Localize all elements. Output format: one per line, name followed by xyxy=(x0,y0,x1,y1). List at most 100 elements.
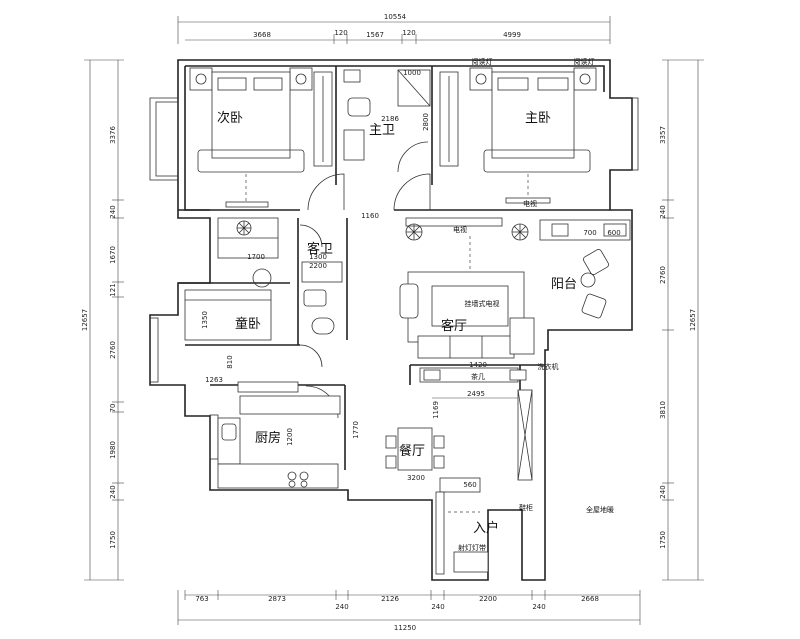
dim-600: 600 xyxy=(607,229,620,237)
bottom-overall-dim: 11250 xyxy=(394,624,416,632)
room-label-guest-bath: 客卫 xyxy=(307,241,333,257)
right-dim-6: 1750 xyxy=(659,531,667,549)
right-dimension-lines: 3357 240 2760 3810 240 1750 12657 xyxy=(659,59,704,581)
tv-cabinet-master: 电视 xyxy=(523,199,537,208)
room-label-dining: 餐厅 xyxy=(399,443,425,459)
guest-bath-area: 1160 1700 1300 2200 客卫 xyxy=(217,212,379,335)
room-label-kids-room: 童卧 xyxy=(235,316,261,332)
room-label-master-bedroom: 主卧 xyxy=(525,111,551,126)
left-dimension-lines: 3376 240 1670 121 2760 70 1980 240 1750 … xyxy=(81,59,124,581)
left-dim-2: 240 xyxy=(109,205,117,218)
sink-master xyxy=(343,129,365,161)
balcony-chair-1 xyxy=(583,249,609,275)
dim-1200: 1200 xyxy=(286,428,294,446)
entry-cabinet xyxy=(453,551,489,573)
dim-2186: 2186 xyxy=(381,115,399,123)
bottom-dim-8: 2668 xyxy=(581,595,599,603)
coffee-table xyxy=(431,285,509,327)
dim-1000: 1000 xyxy=(403,69,421,77)
nightstand-left xyxy=(189,67,213,91)
dim-700: 700 xyxy=(583,229,596,237)
dim-1770: 1770 xyxy=(352,421,360,439)
exterior-walls xyxy=(149,59,639,581)
dim-1700: 1700 xyxy=(247,253,265,261)
interior-walls xyxy=(178,66,610,480)
master-bedroom: 阅读灯 阅读灯 电视 主卧 xyxy=(439,57,597,208)
right-dim-2: 240 xyxy=(659,205,667,218)
dim-1350: 1350 xyxy=(201,311,209,329)
entrance: 560 射灯灯带 鞋柜 全屋地暖 入户 xyxy=(435,477,614,575)
stove-burner-2 xyxy=(299,471,309,481)
top-dim-1: 3668 xyxy=(253,31,271,39)
kids-bed xyxy=(184,289,272,341)
washer-note: 洗衣机 xyxy=(538,362,559,371)
bottom-dim-2: 2873 xyxy=(268,595,286,603)
top-dim-2: 120 xyxy=(334,29,347,37)
dim-2495: 2495 xyxy=(467,390,485,398)
balcony: 700 600 阳台 xyxy=(539,219,631,319)
toilet-master xyxy=(347,97,371,117)
right-dim-1: 3357 xyxy=(659,126,667,144)
room-label-balcony: 阳台 xyxy=(551,277,577,292)
room-label-master-bath: 主卫 xyxy=(369,123,395,138)
kids-room: 1350 810 1263 童卧 xyxy=(184,289,272,384)
right-overall-dim: 12657 xyxy=(689,309,697,331)
room-label-living-room: 客厅 xyxy=(441,318,467,334)
shoe-bench xyxy=(439,477,481,493)
second-bedroom: 次卧 xyxy=(189,67,333,208)
bottom-dim-5: 240 xyxy=(431,603,444,611)
armchair xyxy=(509,317,535,355)
dim-1160: 1160 xyxy=(361,212,379,220)
dim-1169: 1169 xyxy=(432,401,440,419)
left-dim-7: 1980 xyxy=(109,441,117,459)
wardrobe-second xyxy=(313,71,333,167)
dim-2200: 2200 xyxy=(309,262,327,270)
dim-810: 810 xyxy=(226,355,234,368)
master-bathroom: 1000 2186 2800 主卫 xyxy=(343,69,431,161)
left-dim-1: 3376 xyxy=(109,126,117,144)
room-label-second-bedroom: 次卧 xyxy=(217,110,243,126)
tv-note: 电视 xyxy=(453,225,467,234)
bottom-dim-4: 2126 xyxy=(381,595,399,603)
dim-1420: 1420 xyxy=(469,361,487,369)
guest-bath-vanity xyxy=(301,261,343,283)
left-dim-3: 1670 xyxy=(109,246,117,264)
balcony-chair-2 xyxy=(581,293,607,319)
plant-icon xyxy=(511,223,529,241)
top-dimension-lines: 10554 3668 120 1567 120 4999 xyxy=(177,13,611,44)
sofa xyxy=(417,335,515,359)
right-dim-4: 3810 xyxy=(659,401,667,419)
top-overall-dim: 10554 xyxy=(384,13,407,21)
bottom-dimension-lines: 763 2873 240 2126 240 2200 240 2668 1125… xyxy=(177,590,641,632)
dining-table xyxy=(397,427,433,471)
entry-light-note: 射灯灯带 xyxy=(458,543,486,552)
dim-1263: 1263 xyxy=(205,376,223,384)
plant-icon xyxy=(405,223,423,241)
dim-2800: 2800 xyxy=(422,113,430,131)
stove-burner-1 xyxy=(287,471,297,481)
floor-heating-note: 全屋地暖 xyxy=(586,505,614,514)
room-label-entrance: 入户 xyxy=(473,520,499,536)
tv-wall-cabinet xyxy=(405,217,503,227)
kitchen: 1200 1770 厨房 xyxy=(217,381,360,489)
bottom-dim-7: 240 xyxy=(532,603,545,611)
kitchen-sink-counter xyxy=(217,417,241,465)
side-chair xyxy=(399,283,419,319)
bottom-dim-6: 2200 xyxy=(479,595,497,603)
plant-icon xyxy=(236,220,252,236)
left-dim-9: 1750 xyxy=(109,531,117,549)
dim-1300: 1300 xyxy=(309,253,327,261)
shoe-cabinet-note: 鞋柜 xyxy=(519,503,533,512)
bottom-dim-1: 763 xyxy=(195,595,208,603)
top-dim-5: 4999 xyxy=(503,31,521,39)
dim-3200: 3200 xyxy=(407,474,425,482)
dim-560: 560 xyxy=(463,481,476,489)
right-dim-5: 240 xyxy=(659,485,667,498)
top-dim-4: 120 xyxy=(402,29,415,37)
doors xyxy=(299,141,431,419)
wall-tv-note: 挂墙式电视 xyxy=(465,299,500,308)
room-label-kitchen: 厨房 xyxy=(255,430,281,446)
living-room: 电视 挂墙式电视 客厅 茶几 1420 洗衣机 2495 1 xyxy=(236,217,559,419)
